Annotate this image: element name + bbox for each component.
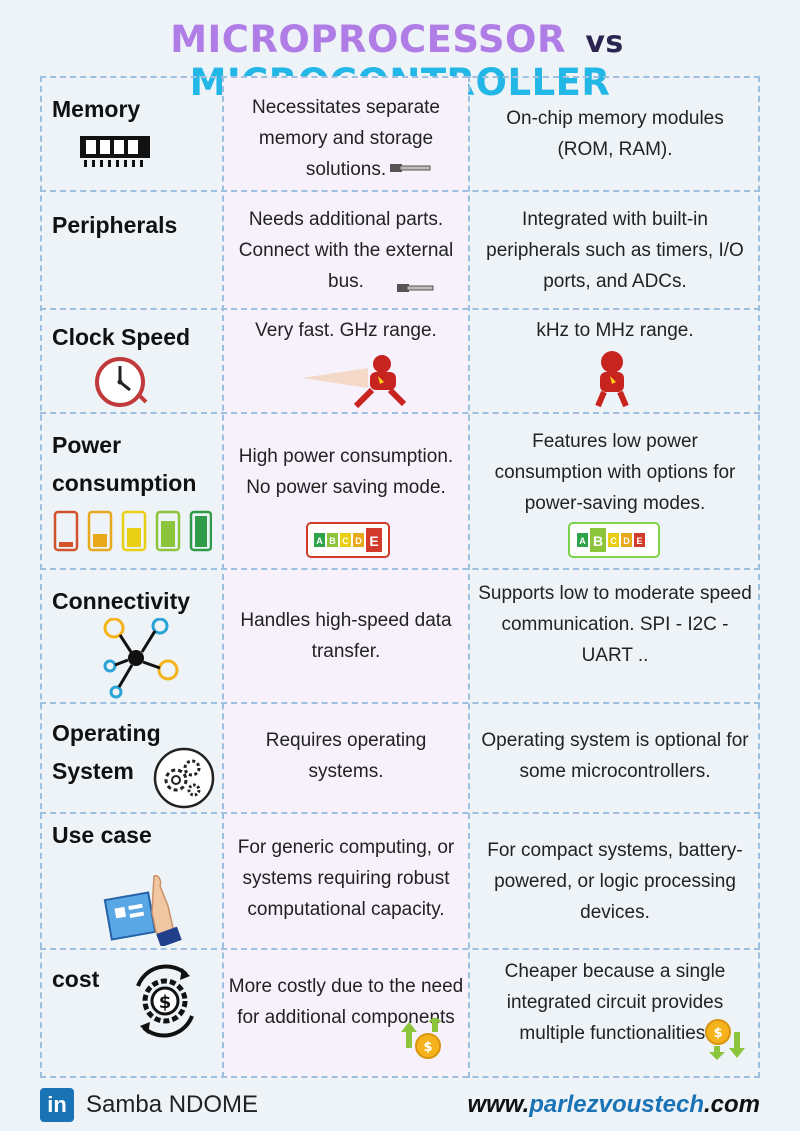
grid-line xyxy=(40,76,42,1078)
dollar-gear-icon: $ xyxy=(136,964,194,1038)
grid-line xyxy=(40,1076,760,1078)
clock-icon xyxy=(95,357,148,407)
battery-levels-icon xyxy=(53,510,212,552)
microprocessor-cell: Very fast. GHz range. xyxy=(255,319,437,341)
svg-text:C: C xyxy=(610,536,617,546)
microprocessor-cell: Needs additional parts. Connect with the… xyxy=(238,208,454,292)
svg-text:E: E xyxy=(369,533,378,549)
microprocessor-cell: Requires operating systems. xyxy=(265,730,427,782)
row-peripherals: Peripherals Needs additional parts. Conn… xyxy=(40,190,760,308)
grid-line xyxy=(40,412,760,414)
grid-line xyxy=(468,76,470,1078)
svg-text:B: B xyxy=(329,536,336,546)
microcontroller-cell: Operating system is optional for some mi… xyxy=(481,730,749,782)
svg-text:A: A xyxy=(579,536,586,546)
microprocessor-cell: More costly due to the need for addition… xyxy=(228,976,464,1028)
grid-line xyxy=(40,702,760,704)
website-link[interactable]: www.parlezvoustech.com xyxy=(467,1090,760,1120)
grid-line xyxy=(40,948,760,950)
svg-text:C: C xyxy=(342,536,349,546)
svg-text:$: $ xyxy=(423,1040,432,1055)
title-vs: vs xyxy=(585,25,624,60)
hammer-icon xyxy=(390,164,431,172)
row-label: Clock Speed xyxy=(52,324,191,350)
comparison-table: Memory Necessitates separate memory and … xyxy=(40,76,760,1078)
microcontroller-cell: Supports low to moderate speed communica… xyxy=(478,582,752,666)
grid-line xyxy=(40,308,760,310)
microcontroller-cell: Features low power consumption with opti… xyxy=(494,430,736,514)
grid-line xyxy=(222,76,224,1078)
row-label: Power consumption xyxy=(52,432,197,496)
microcontroller-cell: For compact systems, battery-powered, or… xyxy=(487,839,743,923)
row-use-case: Use case For generic computing, or syste… xyxy=(40,812,760,948)
row-label: Connectivity xyxy=(52,588,191,614)
svg-text:E: E xyxy=(636,536,642,546)
svg-text:A: A xyxy=(316,536,323,546)
row-power-consumption: Power consumption High power consumption… xyxy=(40,412,760,568)
linkedin-icon[interactable]: in xyxy=(40,1088,74,1122)
microprocessor-cell: Necessitates separate memory and storage… xyxy=(252,96,440,180)
microprocessor-cell: High power consumption. No power saving … xyxy=(238,446,454,498)
grid-line xyxy=(40,812,760,814)
footer: in Samba NDOME www.parlezvoustech.com xyxy=(40,1086,760,1124)
grid-line xyxy=(758,76,760,1078)
microcontroller-cell: On-chip memory modules (ROM, RAM). xyxy=(506,108,724,160)
microcontroller-cell: Integrated with built-in peripherals suc… xyxy=(486,208,744,292)
svg-text:B: B xyxy=(593,533,603,549)
row-cost: cost $ More costly due to the need for a… xyxy=(40,948,760,1076)
microprocessor-cell: Handles high-speed data transfer. xyxy=(240,610,452,662)
cost-up-icon: $ xyxy=(401,1018,442,1059)
row-label: Use case xyxy=(52,822,152,848)
svg-text:$: $ xyxy=(159,992,172,1013)
grid-line xyxy=(40,190,760,192)
website-name: parlezvoustech xyxy=(529,1091,704,1118)
grid-line xyxy=(40,568,760,570)
row-connectivity: Connectivity Handles high-speed data tra… xyxy=(40,568,760,702)
grid-line xyxy=(40,76,760,78)
microcontroller-cell: Cheaper because a single integrated circ… xyxy=(504,960,726,1044)
svg-text:$: $ xyxy=(713,1026,722,1041)
microprocessor-column-bg xyxy=(222,76,468,1078)
row-memory: Memory Necessitates separate memory and … xyxy=(40,76,760,190)
svg-text:D: D xyxy=(623,536,630,546)
network-nodes-icon xyxy=(103,618,179,699)
author-name: Samba NDOME xyxy=(86,1091,259,1118)
row-label: Operating System xyxy=(52,720,161,784)
website-prefix: www. xyxy=(467,1091,530,1118)
speedster-slow-icon xyxy=(595,351,629,408)
speedster-fast-icon xyxy=(302,355,407,409)
tablet-hand-icon xyxy=(103,874,182,946)
row-label: Peripherals xyxy=(52,212,178,238)
row-clock-speed: Clock Speed Very fast. GHz range. kHz to… xyxy=(40,308,760,412)
microprocessor-cell: For generic computing, or systems requir… xyxy=(237,836,455,920)
website-suffix: .com xyxy=(703,1091,760,1118)
gears-icon xyxy=(153,747,215,809)
hammer-icon xyxy=(397,284,434,292)
title-microprocessor: MICROPROCESSOR xyxy=(170,18,566,61)
linkedin-badge-text: in xyxy=(47,1092,67,1117)
memory-chip-icon xyxy=(80,136,150,167)
row-label: Memory xyxy=(52,96,141,122)
row-operating-system: Operating System Requires operating syst… xyxy=(40,702,760,812)
row-label: cost xyxy=(52,966,100,992)
svg-text:D: D xyxy=(355,536,362,546)
cost-down-icon: $ xyxy=(705,1019,745,1060)
microcontroller-cell: kHz to MHz range. xyxy=(536,319,694,341)
